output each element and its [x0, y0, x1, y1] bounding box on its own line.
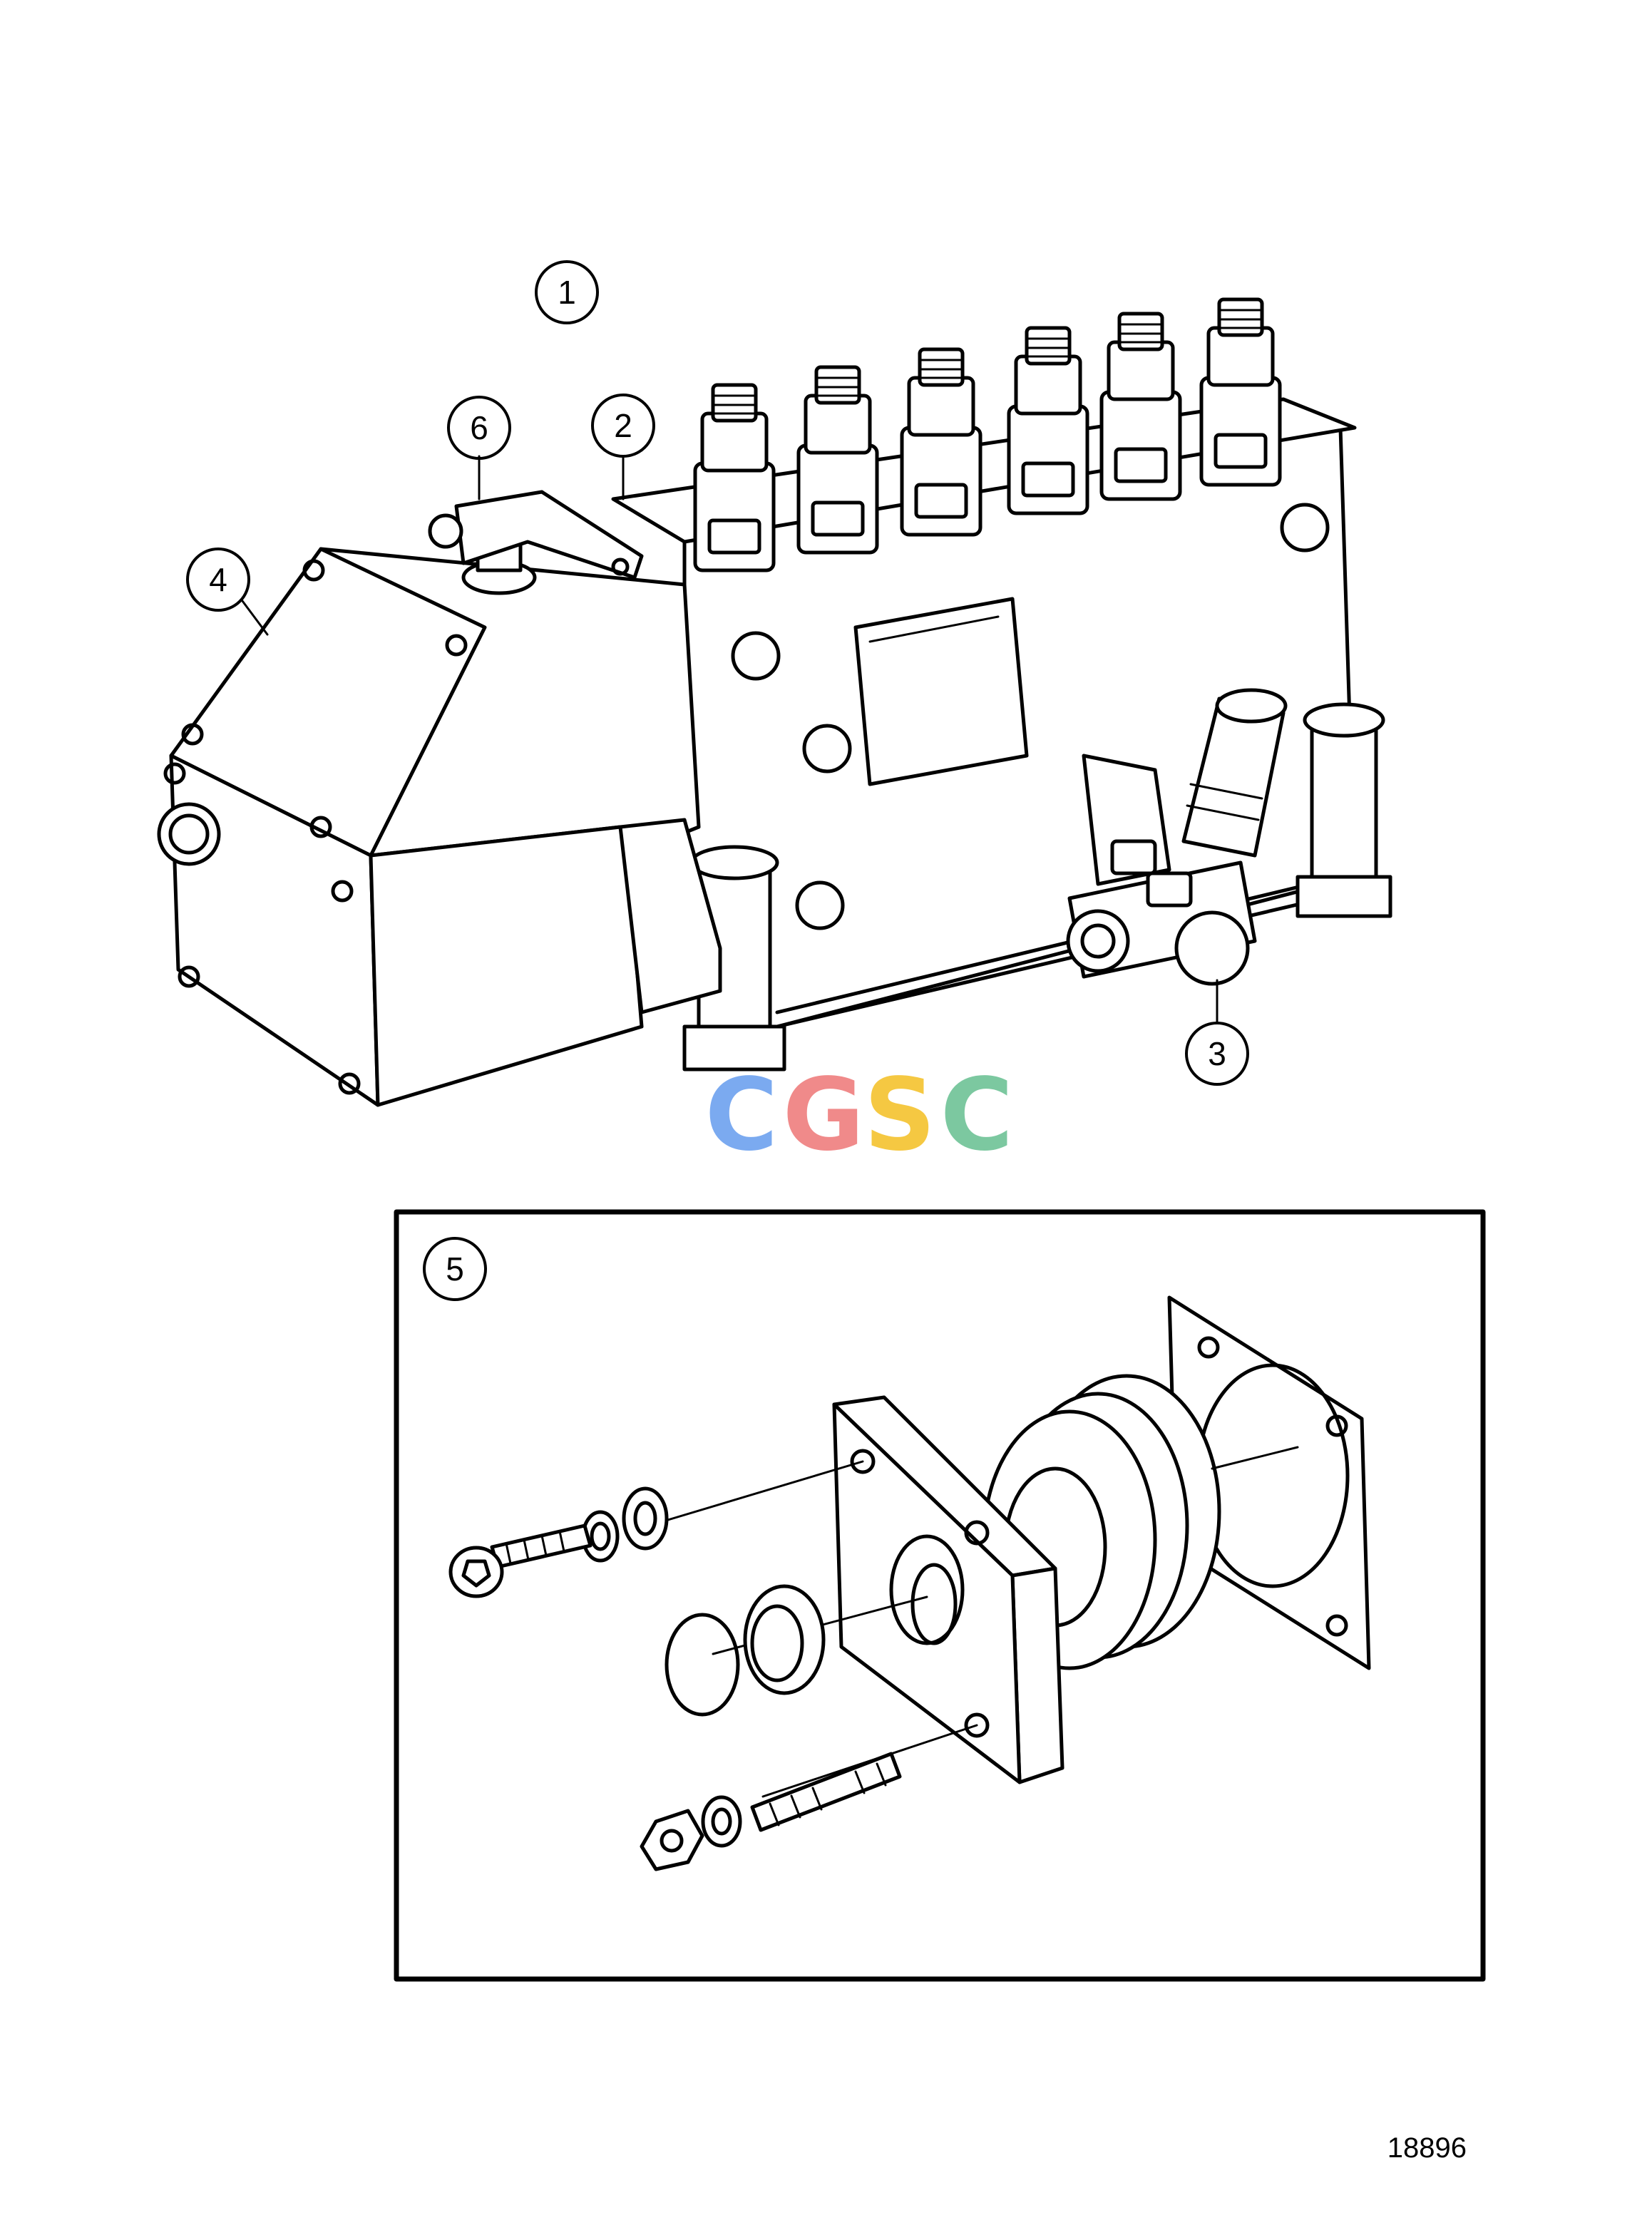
governor-housing — [157, 490, 722, 1107]
callout-label: 2 — [614, 407, 632, 444]
connector — [157, 802, 221, 866]
callout-label: 4 — [209, 561, 227, 598]
callout-6: 6 — [447, 396, 511, 460]
pump-boss — [731, 631, 781, 681]
inset-frame — [394, 1209, 1486, 1982]
callout-1: 1 — [535, 260, 599, 324]
pump-boss — [795, 880, 845, 930]
watermark-letter-g: G — [783, 1057, 865, 1173]
screw-with-washers — [448, 1486, 669, 1598]
callout-4: 4 — [186, 548, 250, 612]
watermark-letter-c1: C — [705, 1057, 779, 1173]
callout-label: 1 — [558, 274, 576, 311]
stop-lever — [428, 490, 644, 595]
stud-nut-washer — [640, 1752, 902, 1871]
callout-leaders — [241, 455, 1219, 1024]
flange-plate — [832, 1395, 1064, 1784]
watermark-letter-c2: C — [940, 1057, 1014, 1173]
pump-side-panel — [853, 597, 1029, 786]
delivery-valve-holders — [693, 297, 1282, 572]
governor-side — [369, 825, 644, 1107]
callout-label: 5 — [446, 1250, 464, 1288]
callout-label: 6 — [470, 409, 488, 446]
pump-supports — [682, 702, 1392, 1072]
pump-boss — [802, 724, 852, 774]
callout-label: 3 — [1208, 1035, 1226, 1072]
cgsc-watermark: C G S C — [705, 1057, 1014, 1173]
pump-boss — [1280, 503, 1330, 553]
drawing-number: 18896 — [1387, 2132, 1467, 2164]
injection-pump-assembly — [157, 297, 1392, 1107]
callout-5: 5 — [423, 1237, 487, 1301]
callout-2: 2 — [591, 394, 655, 458]
watermark-letter-s: S — [864, 1057, 936, 1173]
o-ring-and-bushing — [665, 1584, 826, 1717]
overflow-valve — [1066, 688, 1288, 986]
inset-detail-panel — [394, 1209, 1486, 1982]
callout-3: 3 — [1185, 1022, 1249, 1086]
